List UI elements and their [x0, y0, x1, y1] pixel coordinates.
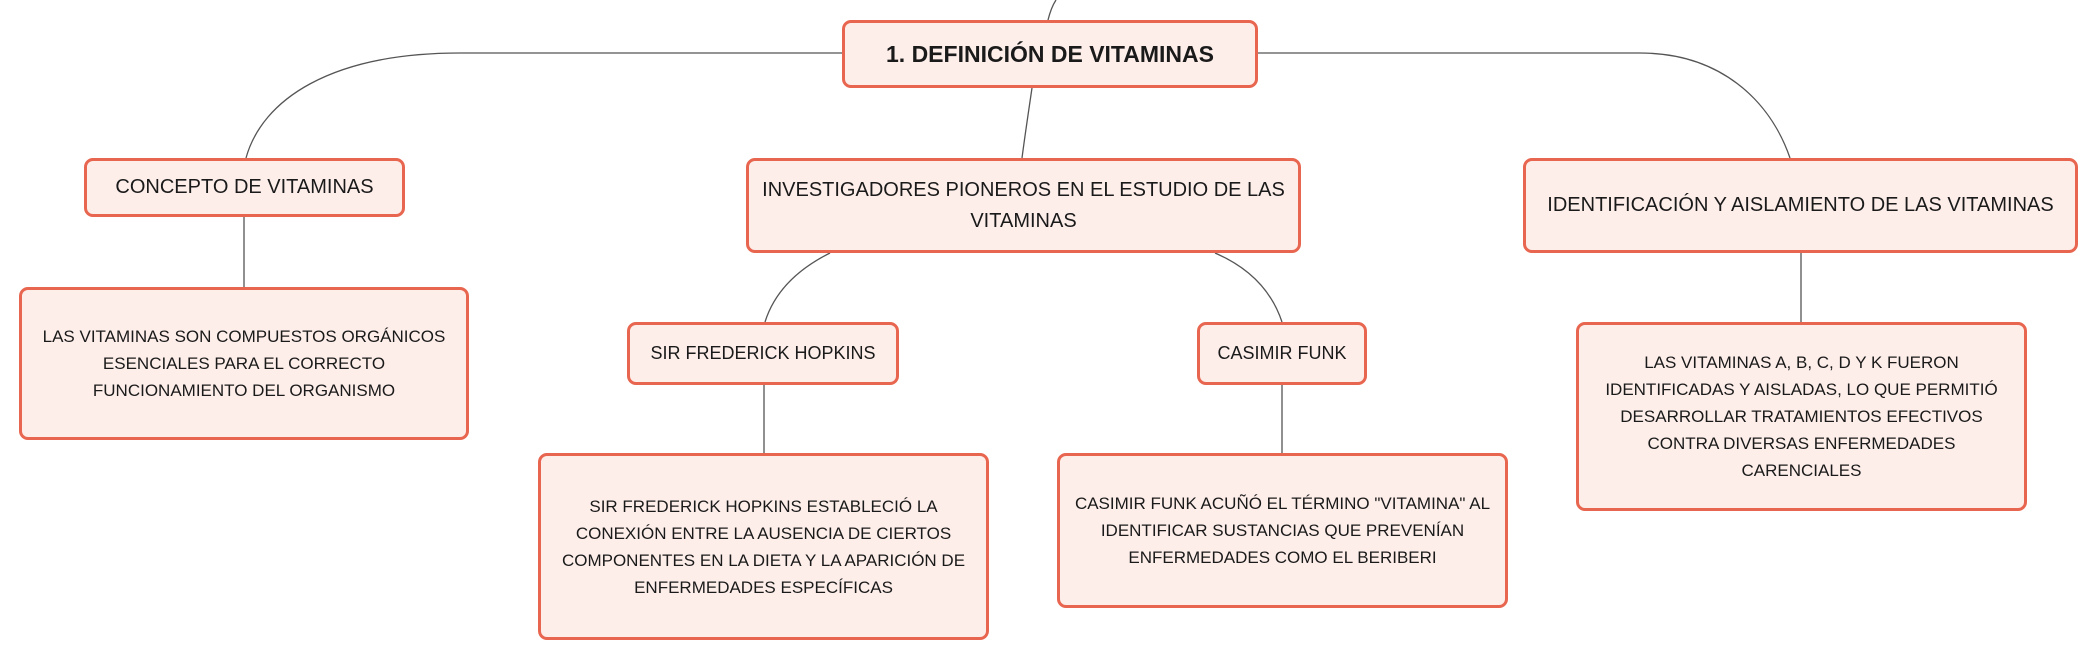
funk-detail-text: CASIMIR FUNK ACUÑÓ EL TÉRMINO "VITAMINA"…	[1074, 494, 1491, 567]
concept-label: CONCEPTO DE VITAMINAS	[115, 176, 374, 198]
connector-root-parent	[1047, 0, 1057, 21]
hopkins-node[interactable]: SIR FREDERICK HOPKINS	[627, 322, 899, 385]
concept-detail-text: LAS VITAMINAS SON COMPUESTOS ORGÁNICOS E…	[42, 327, 446, 400]
funk-detail-node[interactable]: CASIMIR FUNK ACUÑÓ EL TÉRMINO "VITAMINA"…	[1057, 453, 1508, 608]
root-node[interactable]: 1. DEFINICIÓN DE VITAMINAS	[842, 20, 1258, 88]
identification-node[interactable]: IDENTIFICACIÓN Y AISLAMIENTO DE LAS VITA…	[1523, 158, 2078, 253]
identification-label: IDENTIFICACIÓN Y AISLAMIENTO DE LAS VITA…	[1547, 194, 2054, 216]
identification-detail-node[interactable]: LAS VITAMINAS A, B, C, D Y K FUERON IDEN…	[1576, 322, 2027, 511]
pioneers-node[interactable]: INVESTIGADORES PIONEROS EN EL ESTUDIO DE…	[746, 158, 1301, 253]
connector-pioneers-funk	[1214, 252, 1283, 323]
identification-detail-text: LAS VITAMINAS A, B, C, D Y K FUERON IDEN…	[1605, 353, 1998, 480]
funk-label: CASIMIR FUNK	[1217, 343, 1347, 363]
hopkins-detail-node[interactable]: SIR FREDERICK HOPKINS ESTABLECIÓ LA CONE…	[538, 453, 989, 640]
concept-node[interactable]: CONCEPTO DE VITAMINAS	[84, 158, 405, 217]
connector-root-concept	[245, 52, 842, 159]
root-label: 1. DEFINICIÓN DE VITAMINAS	[886, 40, 1214, 67]
hopkins-detail-text: SIR FREDERICK HOPKINS ESTABLECIÓ LA CONE…	[561, 496, 966, 597]
funk-node[interactable]: CASIMIR FUNK	[1197, 322, 1367, 385]
connector-pioneers-hopkins	[764, 252, 831, 323]
connector-root-pioneers	[1021, 87, 1033, 159]
connector-root-identification	[1256, 52, 1791, 159]
concept-detail-node[interactable]: LAS VITAMINAS SON COMPUESTOS ORGÁNICOS E…	[19, 287, 469, 440]
pioneers-label: INVESTIGADORES PIONEROS EN EL ESTUDIO DE…	[762, 178, 1285, 232]
hopkins-label: SIR FREDERICK HOPKINS	[650, 343, 876, 363]
